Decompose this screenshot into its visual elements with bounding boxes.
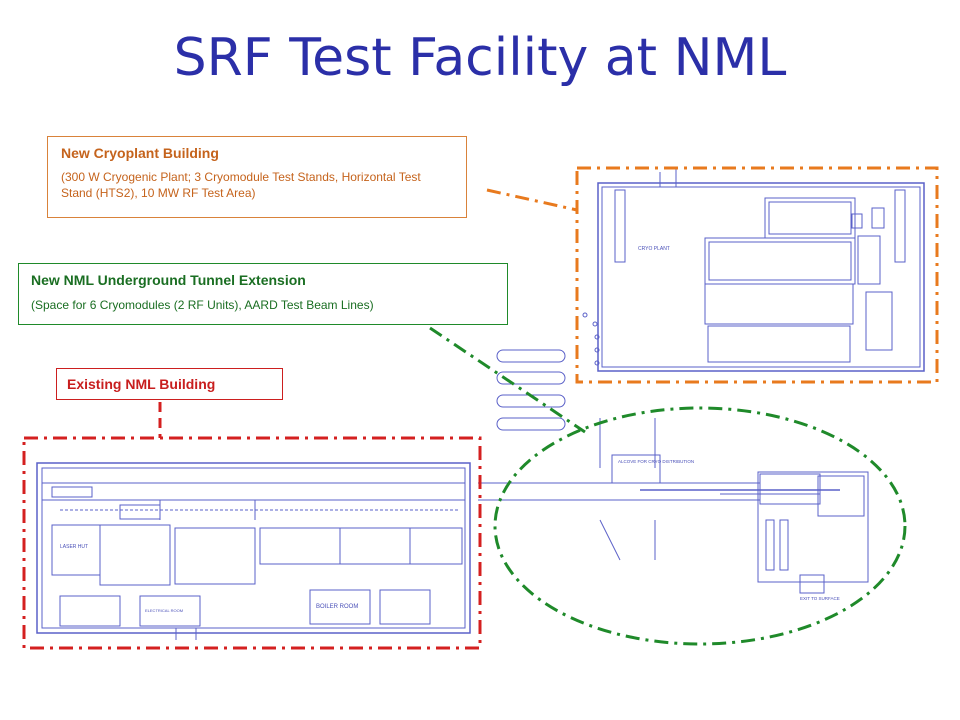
tunnel-heading: New NML Underground Tunnel Extension: [31, 272, 306, 288]
nml-heading: Existing NML Building: [67, 376, 216, 392]
plan-label-laser-hut: LASER HUT: [60, 544, 88, 550]
tunnel-outline: [493, 406, 907, 646]
plan-label-exit: EXIT TO SURFACE: [800, 596, 840, 601]
transfer-lines: [496, 349, 566, 431]
cryoplant-leader-line: [486, 188, 578, 212]
cryoplant-heading: New Cryoplant Building: [61, 145, 219, 161]
plan-label-cryo-plant: CRYO PLANT: [638, 246, 670, 252]
nml-outline: [22, 436, 482, 650]
plan-label-alcove: ALCOVE FOR CRYO DISTRIBUTION: [618, 459, 694, 464]
nml-building-plan: [36, 462, 471, 640]
plan-label-boiler-room: BOILER ROOM: [316, 604, 358, 610]
cryoplant-building-plan: [582, 168, 925, 372]
tunnel-leader-line: [429, 326, 586, 434]
cryoplant-callout: New Cryoplant Building (300 W Cryogenic …: [47, 136, 467, 218]
nml-callout: Existing NML Building: [56, 368, 283, 400]
tunnel-detail: (Space for 6 Cryomodules (2 RF Units), A…: [31, 298, 374, 312]
tunnel-extension-plan: [478, 418, 869, 594]
page-title: SRF Test Facility at NML: [173, 28, 787, 88]
cryoplant-outline: [575, 166, 939, 384]
cryoplant-detail: (300 W Cryogenic Plant; 3 Cryomodule Tes…: [61, 170, 421, 200]
tunnel-callout: New NML Underground Tunnel Extension (Sp…: [18, 263, 508, 325]
plan-label-electrical-room: ELECTRICAL ROOM: [145, 608, 183, 613]
